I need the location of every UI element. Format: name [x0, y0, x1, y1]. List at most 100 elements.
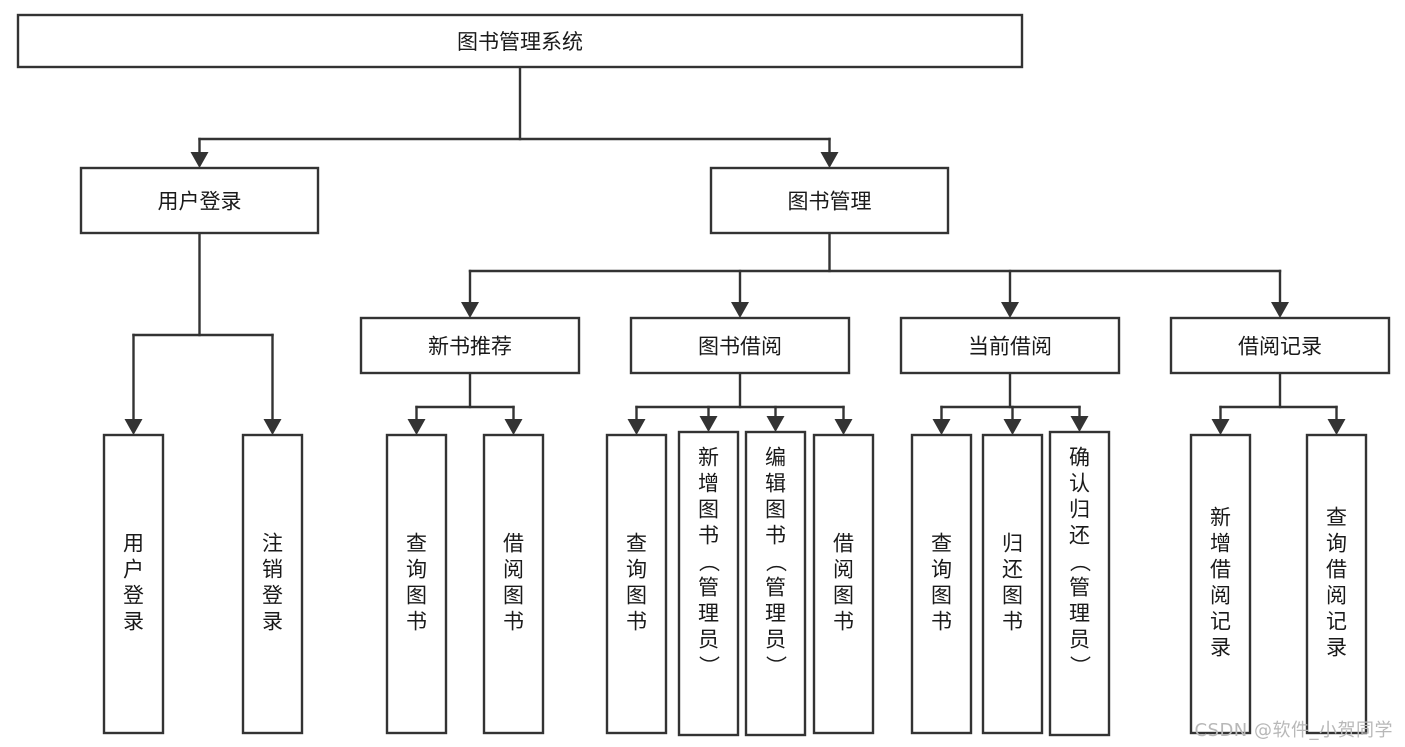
node-label-char: 书 — [503, 610, 524, 634]
node-box-user-login[interactable] — [79, 166, 320, 235]
node-new-book-recommend[interactable]: 新书推荐 — [359, 316, 581, 375]
node-label-char: 还 — [1002, 558, 1023, 582]
node-label-char: 登 — [123, 584, 144, 608]
node-box-book-management[interactable] — [709, 166, 950, 235]
node-box-leaf-edit-book[interactable] — [744, 430, 807, 737]
node-label-char: 借 — [503, 532, 524, 556]
connector-root-to-level1 — [190, 65, 839, 168]
node-label-char: ） — [1068, 655, 1092, 676]
node-root[interactable]: 图书管理系统 — [16, 13, 1024, 69]
node-label-root: 图书管理系统 — [457, 30, 583, 54]
node-box-root[interactable] — [16, 13, 1024, 69]
node-label-char: 查 — [1326, 506, 1347, 530]
node-box-leaf-query-book-1[interactable] — [385, 433, 448, 735]
node-label-char: 注 — [262, 532, 283, 556]
node-box-leaf-add-record[interactable] — [1189, 433, 1252, 735]
node-label-char: 增 — [698, 472, 719, 496]
node-label-char: 询 — [1326, 532, 1347, 556]
node-label-char: （ — [697, 551, 721, 572]
node-label-char: 询 — [931, 558, 952, 582]
node-label-char: 理 — [698, 602, 719, 626]
node-label-char: 还 — [1069, 524, 1090, 548]
node-box-book-borrow[interactable] — [629, 316, 851, 375]
node-label-char: 员 — [765, 628, 786, 652]
node-label-char: 阅 — [1210, 584, 1231, 608]
node-layer: 图书管理系统用户登录图书管理新书推荐图书借阅当前借阅借阅记录用户登录用户登录注销… — [16, 13, 1391, 737]
node-label-char: 录 — [262, 610, 283, 634]
node-label-char: 新 — [1210, 506, 1231, 530]
node-leaf-add-record[interactable]: 新增借阅记录新增借阅记录 — [1189, 433, 1252, 735]
node-box-leaf-query-book-2[interactable] — [605, 433, 668, 735]
node-label-char: 图 — [698, 498, 719, 522]
arrow-head-icon — [820, 152, 839, 168]
arrow-head-icon — [1271, 302, 1289, 318]
node-borrow-record[interactable]: 借阅记录 — [1169, 316, 1391, 375]
arrow-head-icon — [124, 419, 143, 435]
node-label-char: 图 — [931, 584, 952, 608]
arrow-head-icon — [699, 416, 718, 432]
node-label-char: 认 — [1069, 472, 1090, 496]
node-leaf-query-record[interactable]: 查询借阅记录查询借阅记录 — [1305, 433, 1368, 735]
node-label-char: 图 — [833, 584, 854, 608]
node-label-char: 询 — [626, 558, 647, 582]
arrow-head-icon — [1211, 419, 1230, 435]
node-leaf-user-login[interactable]: 用户登录用户登录 — [102, 433, 165, 735]
arrow-head-icon — [932, 419, 951, 435]
node-label-char: 图 — [1002, 584, 1023, 608]
node-label-char: 书 — [1002, 610, 1023, 634]
node-label-char: 户 — [123, 558, 144, 582]
node-label-char: 辑 — [765, 472, 786, 496]
node-label-char: （ — [1068, 551, 1092, 572]
node-leaf-query-book-3[interactable]: 查询图书查询图书 — [910, 433, 973, 735]
node-book-borrow[interactable]: 图书借阅 — [629, 316, 851, 375]
connector-book-borrow-to-leaves — [627, 371, 853, 435]
node-label-current-borrow: 当前借阅 — [968, 335, 1052, 359]
node-label-char: 理 — [1069, 602, 1090, 626]
node-leaf-return-book[interactable]: 归还图书归还图书 — [981, 433, 1044, 735]
node-box-borrow-record[interactable] — [1169, 316, 1391, 375]
node-label-char: 书 — [698, 524, 719, 548]
node-label-char: 增 — [1210, 532, 1231, 556]
node-label-char: 阅 — [503, 558, 524, 582]
node-label-book-management: 图书管理 — [788, 190, 872, 214]
arrow-head-icon — [766, 416, 785, 432]
node-label-char: 书 — [765, 524, 786, 548]
arrow-head-icon — [407, 419, 426, 435]
node-label-char: 书 — [833, 610, 854, 634]
arrow-head-icon — [190, 152, 209, 168]
node-box-leaf-return-book[interactable] — [981, 433, 1044, 735]
node-leaf-borrow-book-2[interactable]: 借阅图书借阅图书 — [812, 433, 875, 735]
node-box-leaf-add-book[interactable] — [677, 430, 740, 737]
node-box-leaf-borrow-book-1[interactable] — [482, 433, 545, 735]
node-label-char: 书 — [626, 610, 647, 634]
node-user-login[interactable]: 用户登录 — [79, 166, 320, 235]
node-box-leaf-user-login[interactable] — [102, 433, 165, 735]
node-box-leaf-logout[interactable] — [241, 433, 304, 735]
node-book-management[interactable]: 图书管理 — [709, 166, 950, 235]
node-label-char: 录 — [123, 610, 144, 634]
node-label-char: 询 — [406, 558, 427, 582]
node-box-leaf-query-book-3[interactable] — [910, 433, 973, 735]
node-leaf-logout[interactable]: 注销登录注销登录 — [241, 433, 304, 735]
arrow-head-icon — [1327, 419, 1346, 435]
node-box-current-borrow[interactable] — [899, 316, 1121, 375]
node-label-char: 查 — [406, 532, 427, 556]
node-label-char: 确 — [1069, 446, 1090, 470]
node-label-char: 新 — [698, 446, 719, 470]
node-box-leaf-confirm-return[interactable] — [1048, 430, 1111, 737]
node-box-new-book-recommend[interactable] — [359, 316, 581, 375]
node-box-leaf-query-record[interactable] — [1305, 433, 1368, 735]
arrow-head-icon — [834, 419, 853, 435]
node-current-borrow[interactable]: 当前借阅 — [899, 316, 1121, 375]
node-leaf-query-book-2[interactable]: 查询图书查询图书 — [605, 433, 668, 735]
node-leaf-query-book-1[interactable]: 查询图书查询图书 — [385, 433, 448, 735]
node-box-leaf-borrow-book-2[interactable] — [812, 433, 875, 735]
node-label-char: ） — [697, 655, 721, 676]
node-label-char: 借 — [1326, 558, 1347, 582]
node-leaf-borrow-book-1[interactable]: 借阅图书借阅图书 — [482, 433, 545, 735]
